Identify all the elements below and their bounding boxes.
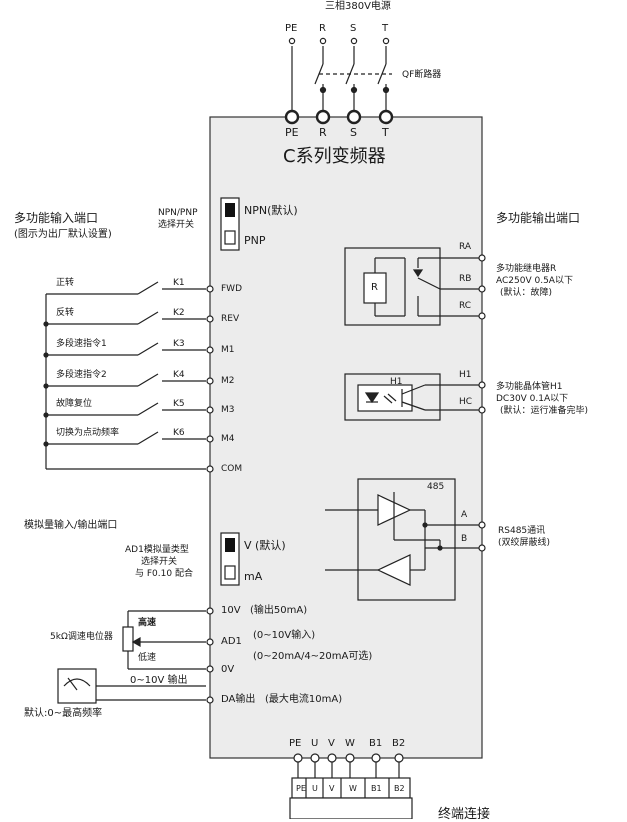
inverter-box: [209, 116, 483, 759]
v-label: V (默认): [244, 539, 286, 552]
input-terminal: M3: [221, 405, 235, 415]
pnp-label: PNP: [244, 234, 266, 247]
input-row-k: K6: [173, 428, 185, 438]
inverter-title: C系列变频器: [283, 146, 386, 167]
input-subtitle: (图示为出厂默认设置): [14, 229, 112, 240]
power-top-t: T: [382, 23, 389, 34]
ad1-note: (0~20mA/4~20mA可选): [253, 651, 373, 662]
rs485-desc: RS485通讯: [498, 526, 546, 536]
input-row-k: K3: [173, 339, 185, 349]
input-row-k: K5: [173, 399, 185, 409]
opto-desc: 多功能晶体管H1: [496, 382, 563, 392]
analog-terminal-desc: (最大电流10mA): [265, 694, 343, 705]
cut-text: 终端连接: [438, 807, 491, 822]
bottom-terminal: B1: [369, 738, 383, 749]
power-bottom-t: T: [382, 126, 389, 139]
analog-terminal: 10V: [221, 605, 241, 616]
analog-terminal-desc: (0~10V输入): [253, 630, 316, 641]
ad1-switch-caption: AD1模拟量类型: [125, 545, 189, 555]
pot-low: 低速: [138, 653, 157, 663]
input-terminal: FWD: [221, 284, 243, 294]
relay-resistor-label: R: [371, 282, 378, 293]
power-top-s: S: [350, 23, 357, 34]
input-row-k: K2: [173, 308, 185, 318]
block-label: W: [349, 784, 357, 793]
bottom-terminal: U: [311, 738, 319, 749]
bottom-terminal: V: [328, 738, 335, 749]
relay-desc: (默认：故障): [500, 288, 553, 298]
input-terminal: REV: [221, 314, 240, 324]
input-row-label: 切换为点动频率: [56, 428, 120, 438]
power-title: 三相380V电源: [325, 1, 391, 12]
opto-terminal: H1: [459, 370, 472, 380]
input-row-k: K4: [173, 370, 185, 380]
relay-desc: 多功能继电器R: [496, 264, 557, 274]
rs485-name: 485: [427, 482, 445, 492]
pot-label: 5kΩ调速电位器: [50, 632, 113, 642]
block-label: V: [329, 784, 335, 793]
input-title: 多功能输入端口: [14, 211, 99, 225]
pot-high: 高速: [138, 618, 157, 628]
opto-desc: (默认：运行准备完毕): [500, 406, 589, 416]
input-terminal: M4: [221, 434, 235, 444]
input-row-label: 多段速指令1: [56, 339, 107, 349]
input-row-label: 故障复位: [56, 399, 93, 409]
relay-terminal: RC: [459, 301, 472, 311]
relay-terminal: RB: [459, 274, 472, 284]
com-terminal: COM: [221, 464, 243, 474]
block-label: U: [312, 784, 318, 793]
analog-terminal: AD1: [221, 636, 242, 647]
opto-desc: DC30V 0.1A以下: [496, 394, 569, 404]
meter-caption: 默认:0~最高频率: [24, 708, 103, 719]
opto-terminal: HC: [459, 397, 473, 407]
bottom-terminal: PE: [289, 738, 302, 749]
npn-switch-caption: NPN/PNP 选择开关: [158, 208, 198, 230]
ma-label: mA: [244, 570, 263, 583]
power-top-r: R: [319, 23, 326, 34]
analog-title: 模拟量输入/输出端口: [24, 520, 118, 531]
block-label: B2: [394, 784, 405, 793]
input-row-label: 正转: [56, 278, 75, 288]
input-row-k: K1: [173, 278, 185, 288]
npn-label: NPN(默认): [244, 204, 298, 217]
block-label: B1: [371, 784, 382, 793]
rs485-terminal: A: [461, 510, 468, 520]
block-label: PE: [296, 784, 306, 793]
rs485-desc: (双绞屏蔽线): [498, 538, 551, 548]
power-bottom-r: R: [319, 126, 327, 139]
analog-terminal-desc: (输出50mA): [250, 605, 308, 616]
analog-terminal: 0V: [221, 664, 235, 675]
opto-name: H1: [390, 377, 403, 387]
ad1-switch-caption: 选择开关: [141, 557, 178, 567]
rs485-terminal: B: [461, 534, 468, 544]
output-title: 多功能输出端口: [496, 211, 581, 225]
power-bottom-pe: PE: [285, 126, 299, 139]
breaker-label: QF断路器: [402, 70, 442, 80]
input-terminal: M1: [221, 345, 235, 355]
power-bottom-s: S: [350, 126, 357, 139]
input-row-label: 多段速指令2: [56, 370, 107, 380]
relay-terminal: RA: [459, 242, 472, 252]
power-top-pe: PE: [285, 23, 298, 34]
bottom-terminal: W: [345, 738, 355, 749]
input-terminal: M2: [221, 376, 235, 386]
bottom-terminal: B2: [392, 738, 406, 749]
analog-terminal: DA输出: [221, 694, 256, 705]
relay-desc: AC250V 0.5A以下: [496, 276, 573, 286]
input-row-label: 反转: [56, 308, 75, 318]
ad1-switch-caption: 与 F0.10 配合: [135, 569, 193, 579]
meter-out: 0~10V 输出: [130, 675, 188, 686]
